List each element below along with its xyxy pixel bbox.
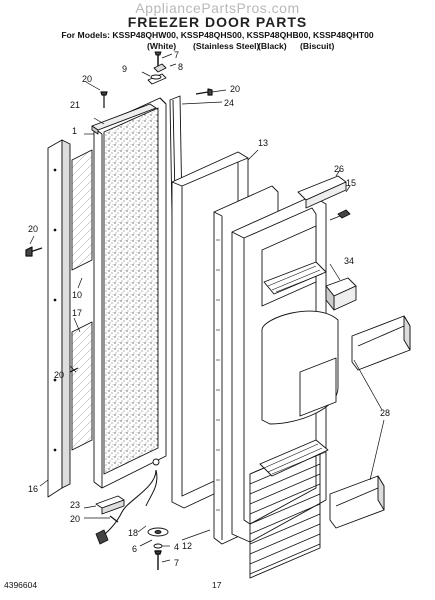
model-numbers: For Models: KSSP48QHW00, KSSP48QHS00, KS… bbox=[61, 30, 374, 40]
part-1-door-panel bbox=[93, 97, 167, 489]
callout-24: 24 bbox=[224, 98, 234, 108]
part-7-screw-top bbox=[154, 51, 162, 66]
upper-shelf-rack bbox=[263, 261, 327, 295]
callout-16: 16 bbox=[28, 484, 38, 494]
part-34-dispenser-bracket bbox=[325, 277, 357, 311]
callout-12: 12 bbox=[182, 541, 192, 551]
diagram-title: FREEZER DOOR PARTS bbox=[127, 14, 308, 30]
page-number: 17 bbox=[212, 580, 222, 590]
part-20-screw-top-left bbox=[100, 91, 108, 108]
callout-4: 4 bbox=[174, 542, 179, 552]
part-26-shelf-bin bbox=[297, 175, 347, 209]
callout-21: 21 bbox=[70, 100, 80, 110]
callout-6: 6 bbox=[132, 544, 137, 554]
callout-34: 34 bbox=[344, 256, 354, 266]
part-28-door-bin-lower bbox=[329, 475, 385, 529]
callout-13: 13 bbox=[258, 138, 268, 148]
part-6-hinge-pin bbox=[147, 527, 169, 537]
callout-20-top-left: 20 bbox=[82, 74, 92, 84]
callout-7-bottom: 7 bbox=[174, 558, 179, 568]
watermark-text: AppliancePartsPros.com bbox=[135, 0, 300, 16]
callout-23: 23 bbox=[70, 500, 80, 510]
part-20-screw-top-right bbox=[195, 88, 213, 96]
callout-1: 1 bbox=[72, 126, 77, 136]
callout-7-top: 7 bbox=[174, 50, 179, 60]
callout-9: 9 bbox=[122, 64, 127, 74]
part-21-top-bracket bbox=[91, 103, 157, 135]
part-17-handle-insert-lower bbox=[71, 321, 93, 451]
document-number: 4396604 bbox=[4, 580, 38, 590]
callout-18: 18 bbox=[128, 528, 138, 538]
part-9-hinge bbox=[147, 73, 167, 85]
part-18-wire-harness bbox=[95, 458, 160, 545]
finish-label-black: (Black) bbox=[258, 41, 287, 51]
part-28-door-bin-upper bbox=[351, 315, 411, 371]
part-22-screw-bottom bbox=[109, 515, 119, 523]
callout-26: 26 bbox=[334, 164, 344, 174]
callout-20-mid: 20 bbox=[54, 370, 64, 380]
inner-door-liner bbox=[231, 195, 339, 579]
callout-10: 10 bbox=[72, 290, 82, 300]
part-8-bushing bbox=[153, 63, 167, 73]
callout-20-side: 20 bbox=[28, 224, 38, 234]
part-16-side-trim bbox=[47, 139, 71, 498]
part-4-washer bbox=[153, 543, 163, 549]
part-10-handle-insert-upper bbox=[71, 149, 93, 271]
part-20-screw-side bbox=[25, 246, 43, 257]
callout-8: 8 bbox=[178, 62, 183, 72]
lower-shelf-rack bbox=[259, 439, 329, 477]
callout-20-top-right: 20 bbox=[230, 84, 240, 94]
callout-15: 15 bbox=[346, 178, 356, 188]
part-7-screw-bottom bbox=[154, 550, 162, 570]
part-23-bottom-hinge-bracket bbox=[95, 495, 125, 515]
callout-28: 28 bbox=[380, 408, 390, 418]
callout-17: 17 bbox=[72, 308, 82, 318]
finish-label-stainless: (Stainless Steel) bbox=[193, 41, 260, 51]
finish-label-biscuit: (Biscuit) bbox=[300, 41, 335, 51]
callout-20-bottom: 20 bbox=[70, 514, 80, 524]
finish-label-white: (White) bbox=[147, 41, 177, 51]
part-15-screw bbox=[329, 209, 351, 221]
